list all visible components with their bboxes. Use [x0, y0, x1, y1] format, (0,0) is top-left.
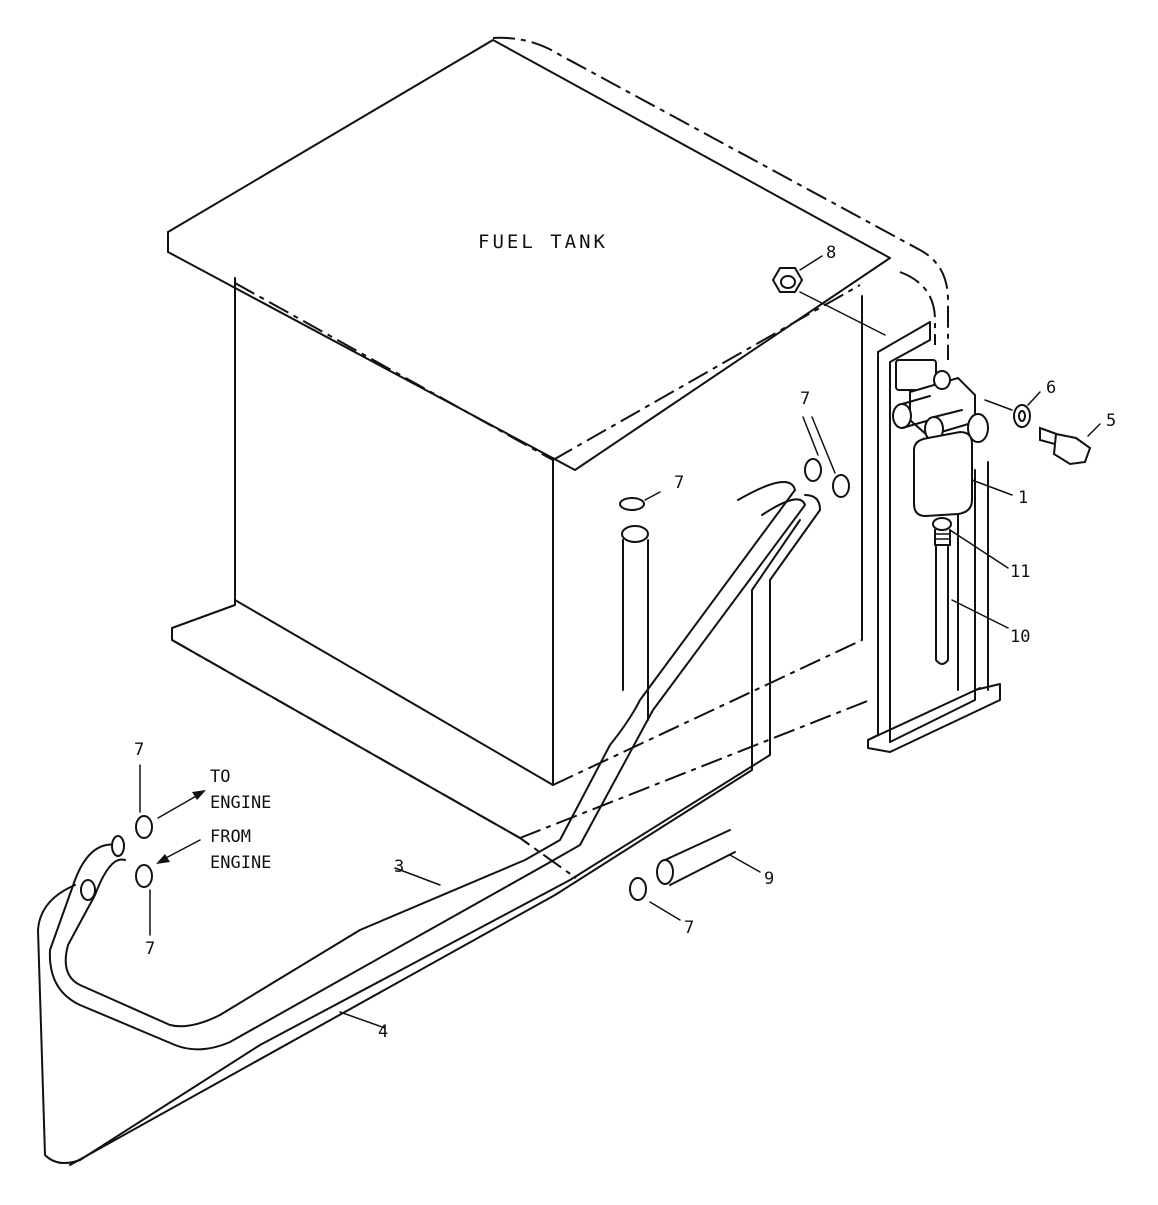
- callout-9: 9: [764, 869, 774, 889]
- fuel-filter: [892, 359, 989, 665]
- callout-10: 10: [1010, 627, 1030, 647]
- hose-9: [656, 829, 736, 886]
- washer-and-bolt: [984, 399, 1092, 466]
- callout-6: 6: [1046, 378, 1056, 398]
- from-engine-label-line1: FROM: [210, 827, 251, 847]
- callout-7-center: 7: [674, 473, 684, 493]
- callout-7-bottom: 7: [684, 918, 694, 938]
- fuel-tank-label: FUEL TANK: [478, 231, 608, 253]
- callout-1: 1: [1018, 488, 1028, 508]
- callout-3: 3: [394, 857, 404, 877]
- fuel-tank: [167, 36, 949, 879]
- callout-7-left-bottom: 7: [145, 939, 155, 959]
- to-engine-label-line2: ENGINE: [210, 793, 271, 813]
- o-rings: [135, 458, 850, 901]
- callout-7-pair: 7: [800, 389, 810, 409]
- tank-pickup-tube: [621, 525, 649, 721]
- hose-3: [48, 481, 806, 1051]
- callout-5: 5: [1106, 411, 1116, 431]
- from-engine-label-line2: ENGINE: [210, 853, 271, 873]
- leader-lines: [139, 255, 1101, 1029]
- hose-4: [37, 494, 821, 1166]
- callout-11: 11: [1010, 562, 1030, 582]
- to-engine-label-line1: TO: [210, 767, 230, 787]
- callout-8: 8: [826, 243, 836, 263]
- callout-7-left-top: 7: [134, 740, 144, 760]
- filter-bracket: [867, 321, 1001, 753]
- flow-arrows: [156, 790, 206, 864]
- callout-4: 4: [378, 1022, 388, 1042]
- nut: [771, 267, 886, 336]
